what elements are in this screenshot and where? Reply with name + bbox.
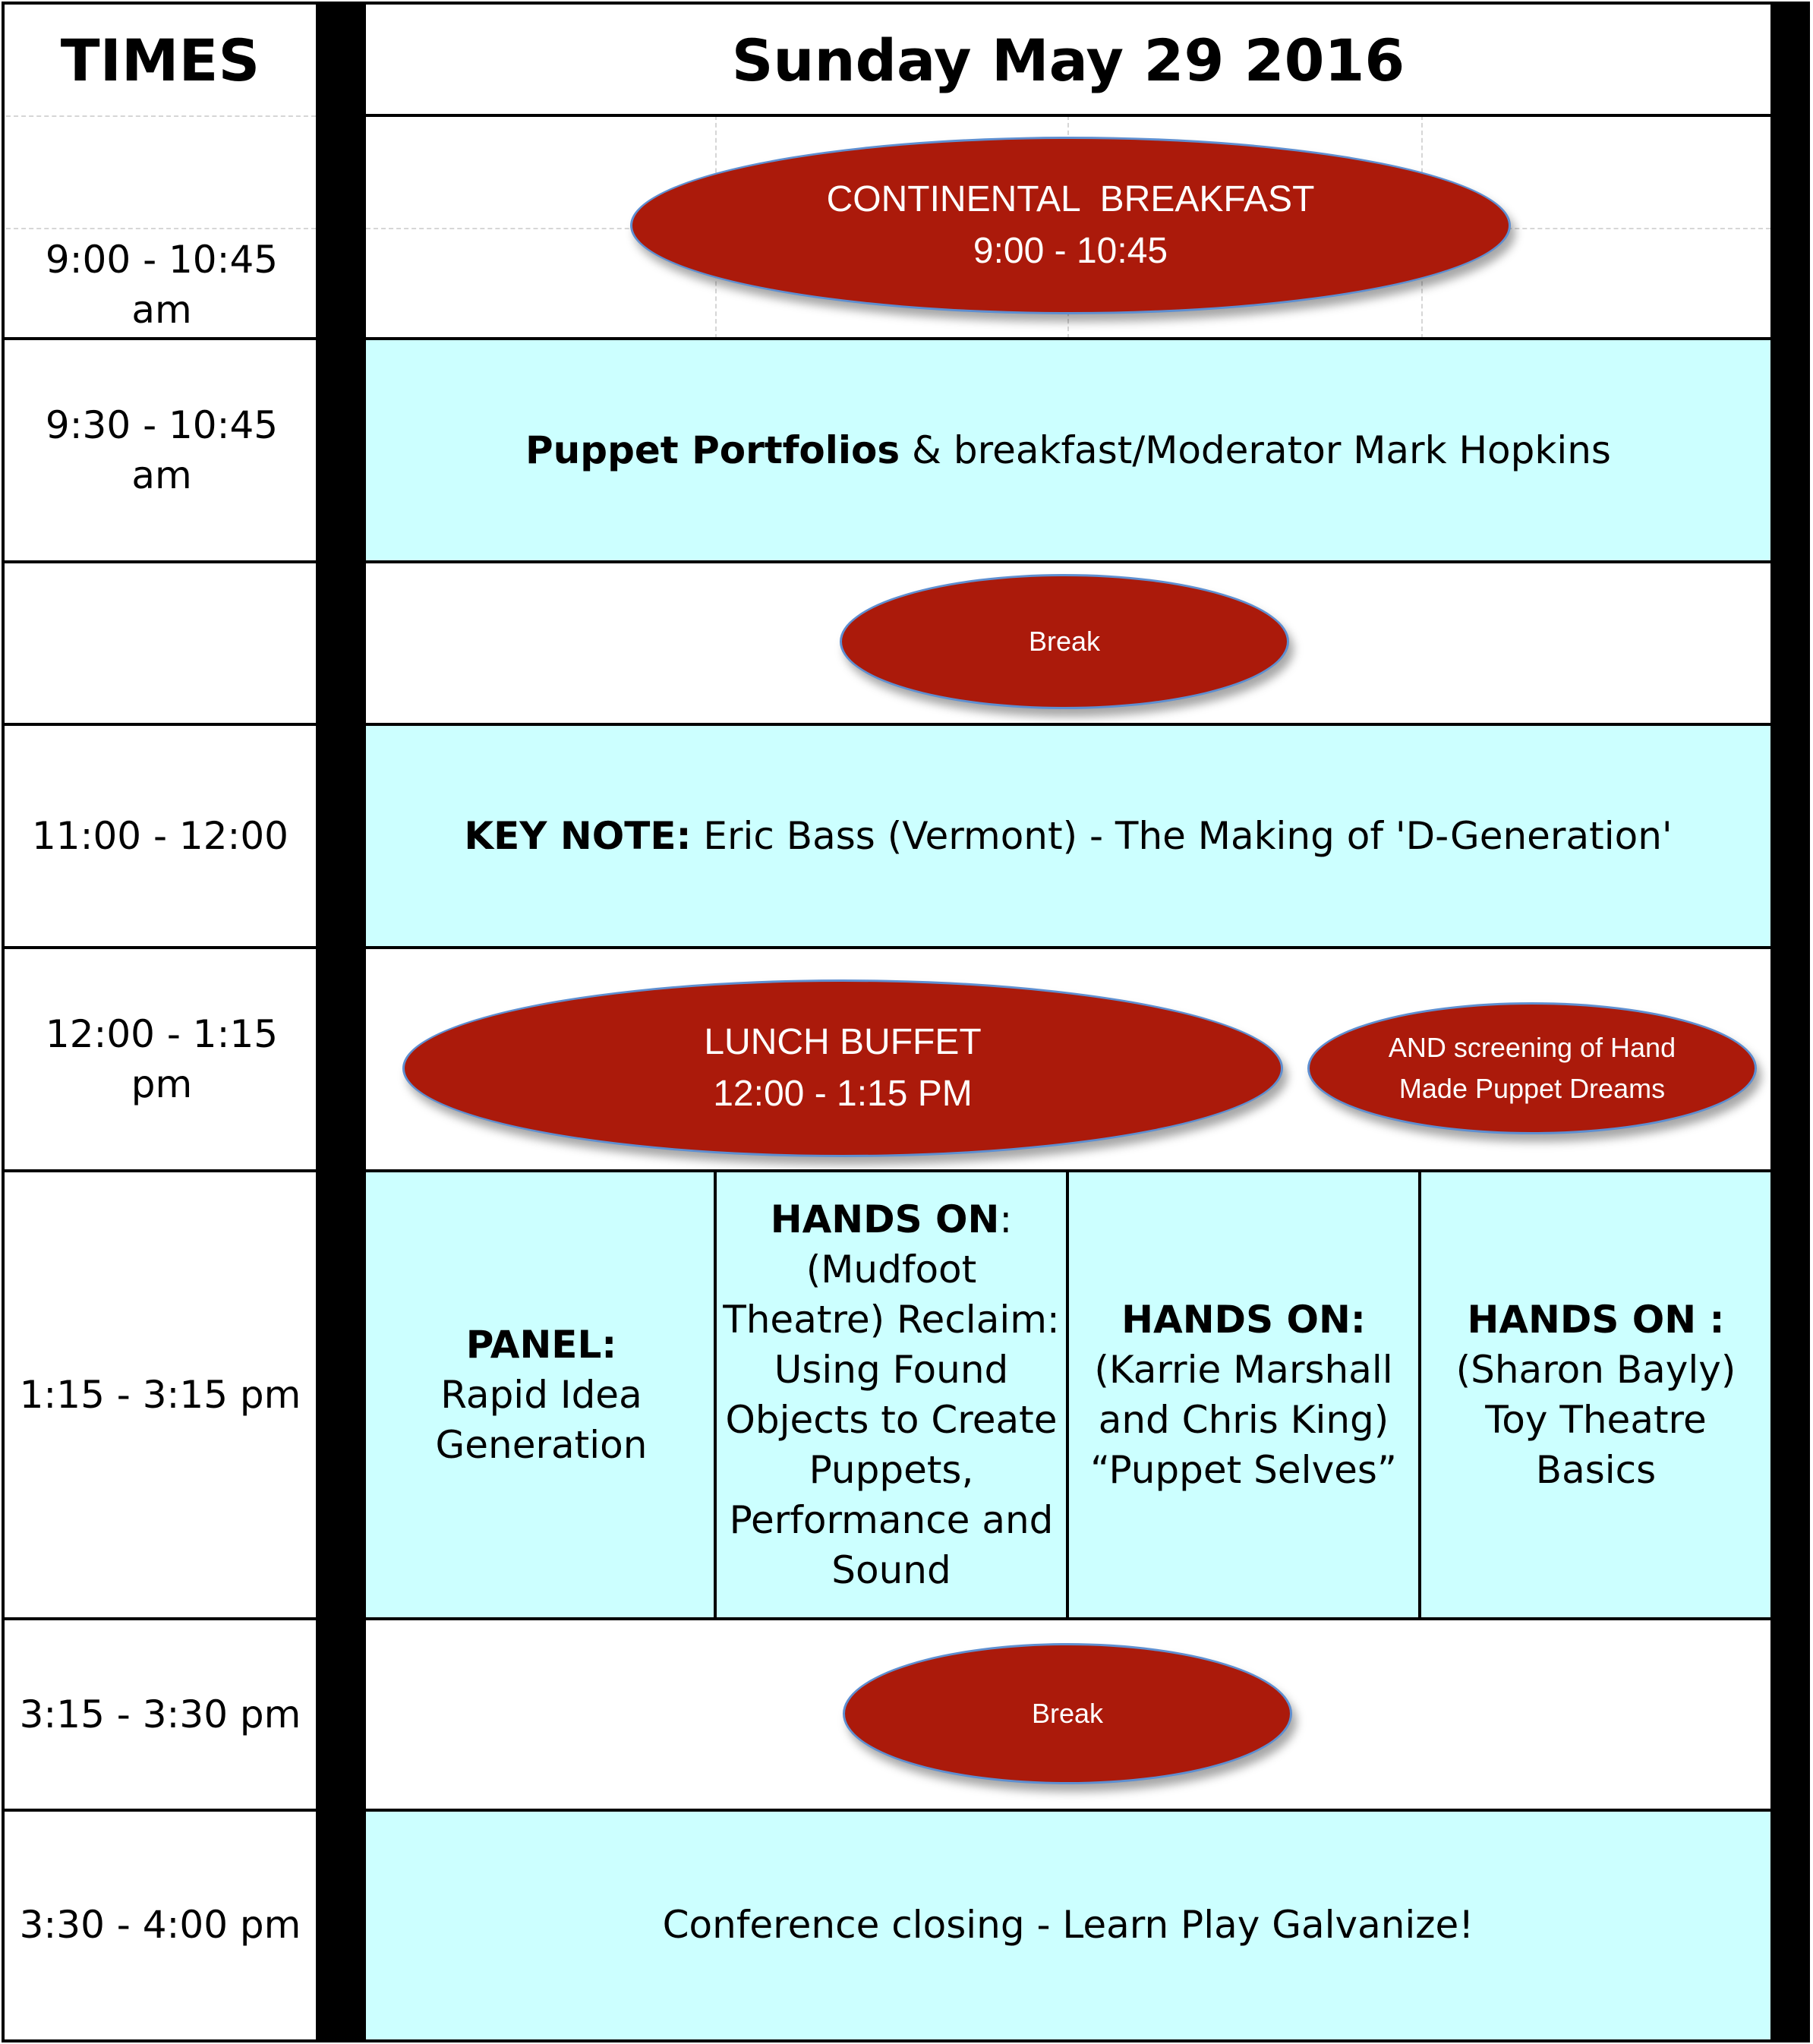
session-divider xyxy=(1066,1171,1069,1619)
keynote-details: Eric Bass (Vermont) - The Making of 'D-G… xyxy=(691,814,1673,858)
conference-closing-session: Conference closing - Learn Play Galvaniz… xyxy=(662,1903,1474,1947)
screening-text: AND screening of Hand Made Puppet Dreams xyxy=(1388,1032,1676,1104)
guide-line xyxy=(6,228,316,229)
session-mudfoot-details: (Mudfoot Theatre) Reclaim: Using Found O… xyxy=(723,1248,1060,1592)
session-divider xyxy=(714,1171,717,1619)
portfolios-row-bg xyxy=(366,339,1770,562)
break-oval-afternoon: Break xyxy=(843,1643,1292,1784)
row-divider xyxy=(2,560,1770,563)
session-mudfoot-label: HANDS ON xyxy=(770,1197,1000,1241)
portfolios-title: Puppet Portfolios xyxy=(525,428,900,472)
top-border xyxy=(2,2,1810,5)
keynote-label: KEY NOTE: xyxy=(464,814,692,858)
black-separator-bar xyxy=(319,3,366,2041)
guide-line xyxy=(6,115,316,117)
day-header: Sunday May 29 2016 xyxy=(731,26,1405,94)
keynote-row-bg xyxy=(366,724,1770,948)
header-row-bg xyxy=(366,5,1770,115)
time-label-closing: 3:30 - 4:00 pm xyxy=(19,1903,301,1947)
time-label-break1 xyxy=(5,562,316,724)
row-divider xyxy=(2,337,1770,340)
breakfast-time: 9:00 - 10:45 xyxy=(973,231,1168,271)
time-label-portfolios: 9:30 - 10:45 am xyxy=(45,403,279,497)
break-oval-morning: Break xyxy=(840,574,1289,709)
bottom-border xyxy=(2,2039,1810,2042)
closing-row-bg xyxy=(366,1810,1770,2039)
session-mudfoot: HANDS ON: (Mudfoot Theatre) Reclaim: Usi… xyxy=(717,1172,1066,1617)
times-column-header: TIMES xyxy=(60,26,260,94)
row-divider xyxy=(2,946,1770,949)
lunch-title: LUNCH BUFFET xyxy=(704,1022,982,1062)
row-divider xyxy=(2,1617,1770,1620)
session-panel-details: Rapid Idea Generation xyxy=(435,1373,648,1467)
continental-breakfast-oval: CONTINENTAL BREAKFAST 9:00 - 10:45 xyxy=(630,137,1511,314)
lunch-time: 12:00 - 1:15 PM xyxy=(713,1074,973,1114)
session-puppet-selves-details: (Karrie Marshall and Chris King) “Puppet… xyxy=(1090,1348,1397,1492)
row-divider xyxy=(2,1169,1770,1172)
session-panel-label: PANEL: xyxy=(465,1323,617,1367)
session-toy-theatre-details: (Sharon Bayly) Toy Theatre Basics xyxy=(1455,1348,1736,1492)
header-divider xyxy=(366,114,1770,117)
session-divider xyxy=(1418,1171,1421,1619)
lunch-buffet-oval: LUNCH BUFFET 12:00 - 1:15 PM xyxy=(402,979,1283,1157)
row-divider xyxy=(2,1809,1770,1812)
session-toy-theatre-label: HANDS ON : xyxy=(1467,1298,1725,1342)
time-label-keynote: 11:00 - 12:00 xyxy=(31,814,289,858)
portfolios-details: & breakfast/Moderator Mark Hopkins xyxy=(900,428,1611,472)
session-puppet-selves: HANDS ON: (Karrie Marshall and Chris Kin… xyxy=(1069,1172,1418,1617)
session-panel: PANEL: Rapid Idea Generation xyxy=(369,1172,714,1617)
session-puppet-selves-label: HANDS ON: xyxy=(1121,1298,1366,1342)
time-label-break2: 3:15 - 3:30 pm xyxy=(19,1692,301,1736)
keynote-session: KEY NOTE: Eric Bass (Vermont) - The Maki… xyxy=(366,724,1770,948)
session-mudfoot-colon: : xyxy=(999,1197,1013,1241)
time-label-breakfast: 9:00 - 10:45 am xyxy=(45,238,279,332)
time-label-lunch: 12:00 - 1:15 pm xyxy=(45,1012,279,1106)
screening-oval: AND screening of Hand Made Puppet Dreams xyxy=(1307,1002,1757,1134)
right-black-bar xyxy=(1770,3,1810,2041)
break-label: Break xyxy=(1028,626,1101,657)
break-label: Break xyxy=(1031,1698,1104,1729)
breakfast-title: CONTINENTAL BREAKFAST xyxy=(826,179,1315,219)
row-divider xyxy=(2,723,1770,726)
session-toy-theatre: HANDS ON : (Sharon Bayly) Toy Theatre Ba… xyxy=(1421,1172,1770,1617)
puppet-portfolios-session: Puppet Portfolios & breakfast/Moderator … xyxy=(366,339,1770,562)
time-label-workshops: 1:15 - 3:15 pm xyxy=(19,1373,301,1417)
outer-left-border xyxy=(2,3,5,2041)
times-right-border xyxy=(316,3,319,2041)
